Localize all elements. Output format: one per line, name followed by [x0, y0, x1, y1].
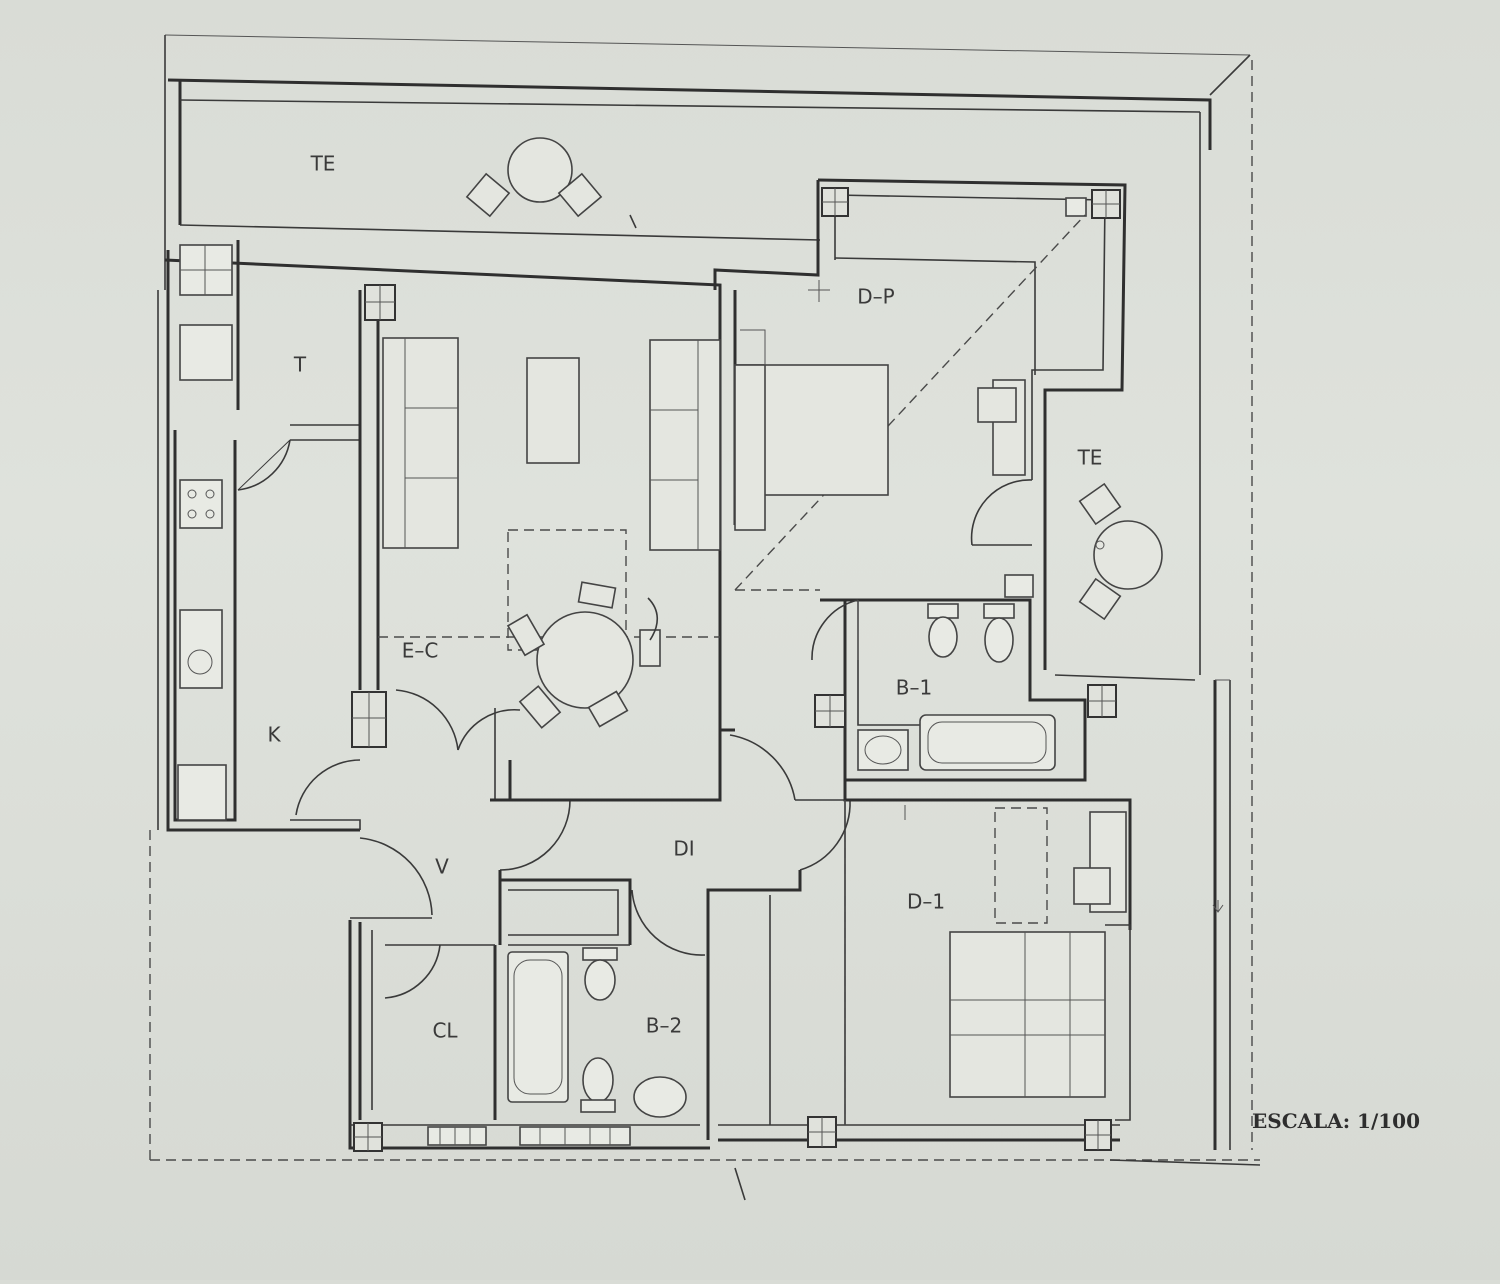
terrace-chair-icon [1078, 482, 1122, 526]
room-kitchen: K [177, 479, 281, 821]
room-label-terrace-top: TE [310, 152, 336, 176]
room-master-bedroom: D–P [713, 178, 1127, 670]
north-arrow-icon [734, 1167, 746, 1201]
room-label-distributor: DI [673, 837, 694, 861]
room-label-living-dining: E–C [402, 639, 439, 663]
room-distributor: DI [490, 728, 1132, 1140]
toilet-tank-icon [927, 603, 959, 619]
bidet-tank-icon [983, 603, 1015, 619]
terrace-table-icon [507, 137, 573, 203]
sink-icon [179, 324, 233, 381]
bathtub-icon [919, 714, 1056, 771]
room-label-closet: CL [432, 1019, 458, 1043]
washbasin-icon [857, 729, 909, 771]
vent-icon [1004, 574, 1034, 598]
bidet-icon [984, 617, 1014, 663]
room-label-bathroom-1: B–1 [896, 676, 932, 700]
dining-chair-icon [587, 690, 629, 728]
toilet-tank-icon [580, 1099, 616, 1113]
cooktop-icon [179, 479, 223, 529]
section-mark-icon [808, 280, 830, 302]
dining-chair-icon [518, 685, 562, 729]
room-hall: V [290, 759, 571, 919]
toilet-icon [928, 616, 958, 658]
room-label-hall: V [435, 855, 449, 879]
dining-chair-icon [639, 629, 661, 667]
dining-table-icon [536, 611, 634, 709]
room-label-laundry: T [293, 353, 307, 377]
light-fixture-icon [1065, 197, 1087, 217]
terrace-right: TE [1077, 446, 1231, 1150]
dining-chair-icon [577, 581, 617, 609]
bidet-tank-icon [582, 947, 618, 961]
room-label-kitchen: K [267, 723, 281, 747]
kitchen-sink-icon [179, 609, 223, 689]
coffee-table-icon [526, 357, 580, 464]
bidet-icon [584, 959, 616, 1001]
dining-chair-icon [506, 613, 546, 657]
terrace-table-icon [1093, 520, 1163, 590]
terrace-chair-icon [465, 172, 511, 218]
chair-icon [977, 387, 1017, 423]
terrace-top: TE [167, 78, 1212, 681]
window-icon [519, 1126, 631, 1146]
room-label-master-bedroom: D–P [857, 285, 894, 309]
toilet-icon [582, 1057, 614, 1103]
desk-outline [994, 807, 1048, 924]
room-bathroom-1: B–1 [811, 574, 1087, 782]
room-laundry: T [179, 244, 361, 491]
sofa-icon [649, 339, 721, 551]
bed-icon [949, 931, 1106, 1098]
room-living-dining: E–C [351, 284, 721, 801]
washbasin-icon [633, 1076, 687, 1118]
fridge-icon [177, 764, 227, 821]
terrace-chair-icon [557, 172, 603, 218]
sofa-icon [382, 337, 459, 549]
room-label-terrace-right: TE [1077, 446, 1103, 470]
room-label-bathroom-2: B–2 [646, 1014, 682, 1038]
bathtub-icon [507, 951, 569, 1103]
room-bedroom-1: D–1 [769, 800, 1131, 1151]
room-bathroom-2: B–2 [427, 878, 687, 1146]
room-label-bedroom-1: D–1 [907, 890, 945, 914]
window-icon [427, 1126, 487, 1146]
headboard-icon [734, 364, 766, 531]
room-closet: CL [353, 922, 497, 1152]
plot-boundary [149, 34, 1261, 1166]
scale-label: ESCALA: 1/100 [1252, 1109, 1420, 1133]
chair-icon [1073, 867, 1111, 905]
terrace-chair-icon [1078, 577, 1122, 621]
